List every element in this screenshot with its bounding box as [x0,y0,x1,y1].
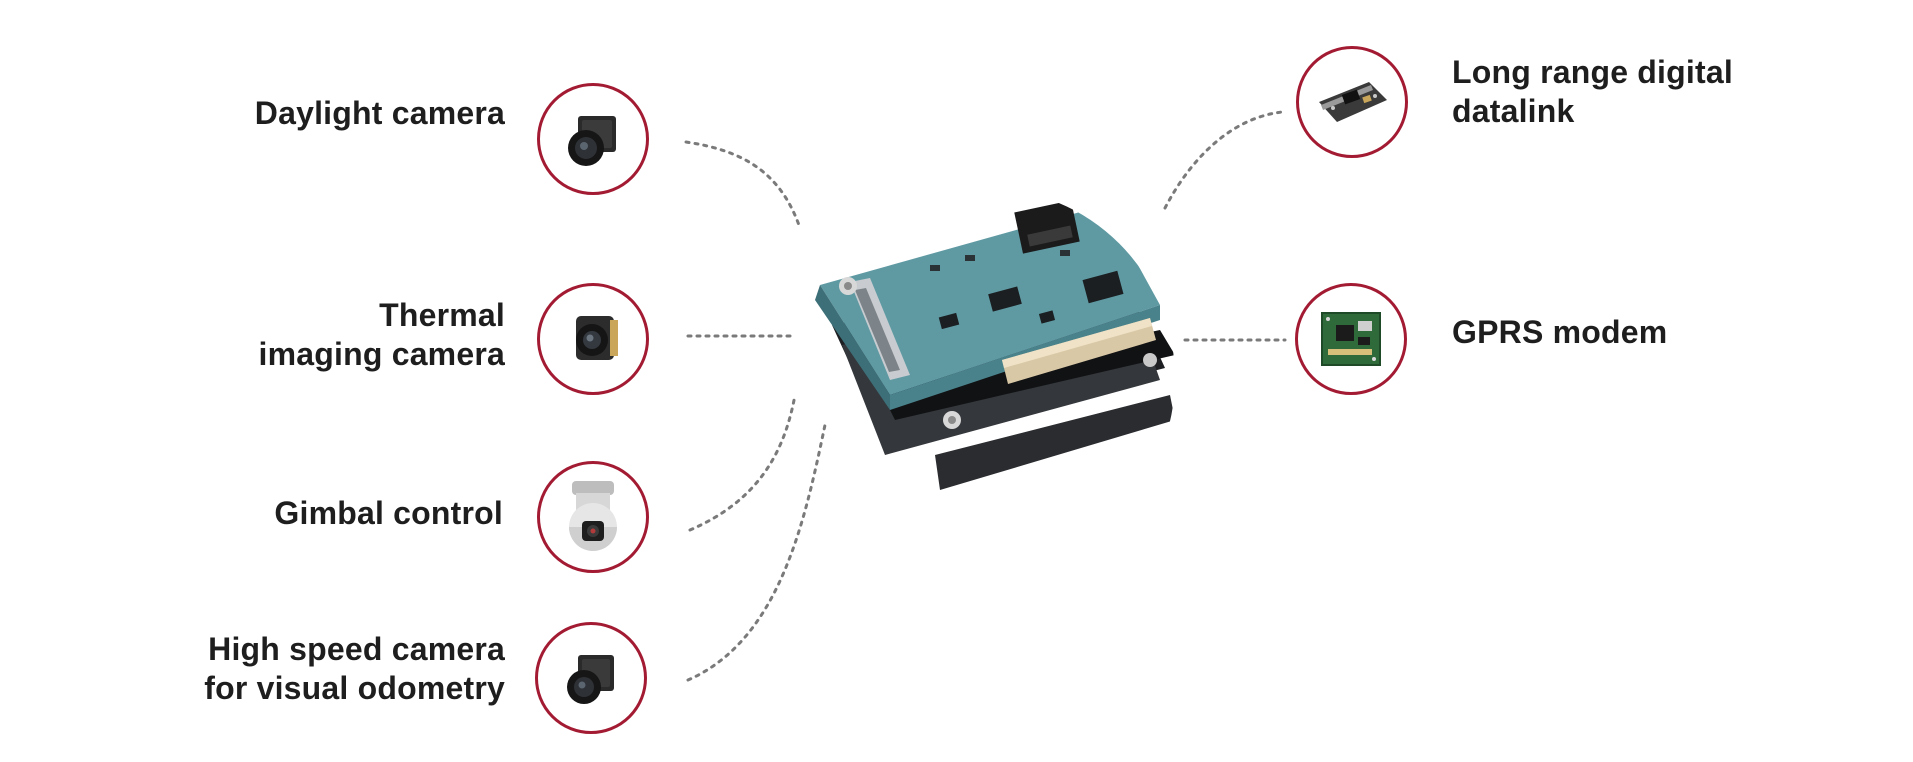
label-high-speed-camera: High speed camera for visual odometry [204,631,505,706]
thermal-camera-ring [537,283,649,395]
gimbal-camera-icon [569,481,617,551]
connector-gimbal [688,393,797,532]
daylight-camera-icon [568,116,616,166]
high-speed-camera-icon [567,655,614,704]
connector-datalink [1163,110,1284,210]
label-gimbal-control: Gimbal control [274,495,503,531]
connector-daylight [684,140,802,230]
gimbal-camera-ring [537,461,649,573]
label-long-range-datalink: Long range digital datalink [1452,54,1733,129]
datalink-module-icon [1319,82,1387,122]
gprs-modem-ring [1295,283,1407,395]
label-thermal-imaging-camera: Thermal imaging camera [258,297,505,372]
gprs-modem-board-icon [1321,312,1381,366]
datalink-ring [1296,46,1408,158]
label-gprs-modem: GPRS modem [1452,314,1668,350]
daylight-camera-ring [537,83,649,195]
label-daylight-camera: Daylight camera [254,95,505,131]
thermal-camera-icon [576,316,618,360]
connector-highspeed [686,423,827,682]
high-speed-camera-ring [535,622,647,734]
